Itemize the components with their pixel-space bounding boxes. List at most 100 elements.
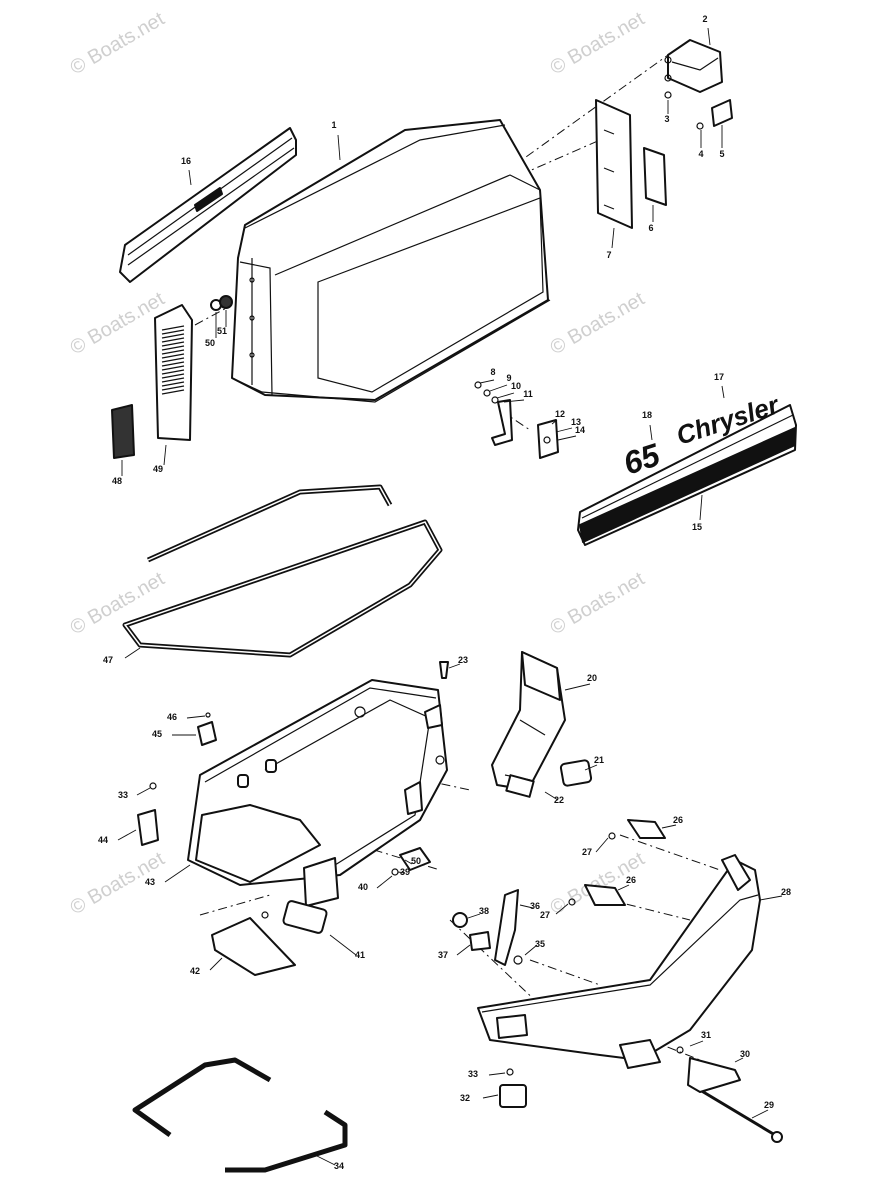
screw — [439, 661, 449, 679]
bracket — [687, 1057, 741, 1093]
part-number-label: 30 — [740, 1049, 750, 1059]
callout-leader — [186, 715, 206, 719]
engine-cover — [231, 119, 551, 403]
callout-leader — [456, 944, 471, 956]
callout-leader — [164, 864, 191, 883]
gasket — [559, 759, 593, 787]
grommet — [219, 295, 233, 309]
bolt — [699, 1088, 776, 1137]
clip — [197, 721, 217, 746]
part-number-label: 27 — [582, 847, 592, 857]
part-number-label: 16 — [181, 156, 191, 166]
part-number-label: 48 — [112, 476, 122, 486]
part-number-label: 36 — [530, 901, 540, 911]
part-number-label: 50 — [205, 338, 215, 348]
callout-leader — [649, 424, 653, 441]
screw — [568, 898, 576, 906]
watermark: © Boats.net — [547, 568, 649, 640]
latch-hardware — [474, 381, 559, 459]
callout-leader — [337, 134, 341, 161]
part-number-label: 20 — [587, 673, 597, 683]
latch-catch — [137, 809, 159, 846]
part-number-label: 31 — [701, 1030, 711, 1040]
part-number-label: 11 — [523, 389, 533, 399]
cover-seal — [122, 484, 443, 658]
part-number-label: 51 — [217, 326, 227, 336]
callout-leader — [488, 1072, 506, 1076]
screw — [696, 122, 704, 130]
callout-leader — [448, 663, 461, 669]
callout-leader — [617, 884, 630, 891]
callout-leader — [329, 934, 357, 956]
callout-leader — [759, 895, 783, 901]
callout-leader — [595, 837, 609, 853]
callout-leader — [479, 379, 495, 384]
callout-leader — [314, 1154, 336, 1166]
watermark: © Boats.net — [67, 568, 169, 640]
part-number-label: 3 — [664, 114, 669, 124]
part-number-label: 10 — [511, 381, 521, 391]
side-trim-strip — [119, 127, 297, 283]
callout-leader — [707, 27, 711, 46]
latch-catch — [499, 1084, 527, 1108]
part-number-label: 14 — [575, 425, 585, 435]
vent-louver — [161, 353, 185, 359]
latch-lever — [494, 889, 519, 966]
screw — [391, 868, 399, 876]
callout-leader — [124, 647, 141, 659]
part-number-label: 17 — [714, 372, 724, 382]
callout-leader — [136, 787, 151, 796]
screw — [205, 712, 211, 718]
pad — [643, 147, 667, 206]
callout-leader — [467, 913, 481, 919]
callout-leader — [482, 1094, 499, 1099]
part-number-label: 18 — [642, 410, 652, 420]
vent-louver — [161, 373, 185, 379]
cam — [469, 931, 491, 951]
callout-leader — [117, 829, 137, 841]
callout-leader — [188, 169, 192, 186]
callout-leader — [489, 384, 508, 392]
screw — [261, 911, 269, 919]
callout-leader — [584, 764, 598, 771]
part-number-label: 45 — [152, 729, 162, 739]
part-number-label: 9 — [506, 373, 511, 383]
vent-louver — [161, 389, 185, 395]
gasket — [282, 900, 328, 934]
part-number-label: 43 — [145, 877, 155, 887]
part-number-label: 13 — [571, 417, 581, 427]
screw — [608, 832, 616, 840]
part-number-label: 27 — [540, 910, 550, 920]
part-number-label: 21 — [594, 755, 604, 765]
callout-leader — [376, 875, 393, 889]
callout-leader — [404, 859, 413, 865]
part-number-label: 42 — [190, 966, 200, 976]
vent-panel — [154, 304, 193, 441]
part-number-label: 29 — [764, 1100, 774, 1110]
callout-leader — [519, 904, 534, 909]
bolt-head — [771, 1131, 783, 1143]
callout-leader — [397, 871, 406, 874]
part-number-label: 6 — [648, 223, 653, 233]
handle-rod — [132, 1057, 348, 1173]
part-number-label: 49 — [153, 464, 163, 474]
part-number-label: 1 — [331, 120, 336, 130]
callout-leader — [721, 385, 725, 399]
part-number-label: 28 — [781, 887, 791, 897]
knob — [452, 912, 468, 928]
vent-louver — [161, 377, 185, 383]
callout-leader — [557, 435, 577, 441]
vent-louver — [161, 361, 185, 367]
pad — [584, 884, 626, 906]
callout-leader — [611, 227, 615, 249]
watermark: © Boats.net — [67, 8, 169, 80]
callout-leader — [689, 1040, 704, 1047]
callout-leader — [699, 494, 703, 521]
callout-leader — [551, 419, 558, 425]
vent-louver — [161, 369, 185, 375]
vent-louver — [161, 345, 185, 351]
callout-leader — [564, 683, 591, 691]
watermark: © Boats.net — [547, 8, 649, 80]
callout-leader — [503, 399, 525, 403]
